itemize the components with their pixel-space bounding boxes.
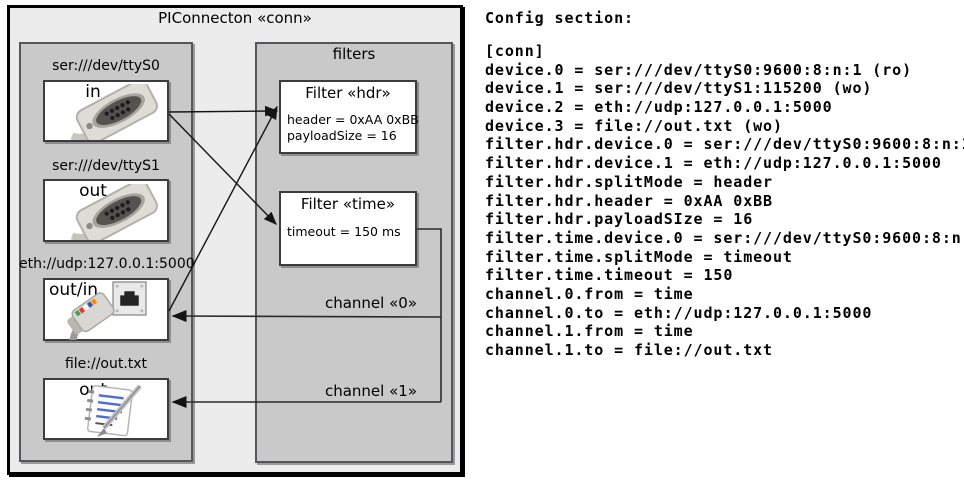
device-direction-label: in xyxy=(85,82,101,102)
config-line: device.0 = ser:///dev/ttyS0:9600:8:n:1 (… xyxy=(485,60,913,79)
ethernet-plug-icon xyxy=(67,292,115,340)
config-section: [conn] device.0 = ser:///dev/ttyS0:9600:… xyxy=(485,42,964,360)
config-line: filter.hdr.payloadSIze = 16 xyxy=(485,210,754,229)
config-line: device.2 = eth://udp:127.0.0.1:5000 xyxy=(485,98,833,117)
ethernet-jack-icon xyxy=(112,281,147,316)
config-line: filter.hdr.device.1 = eth://udp:127.0.0.… xyxy=(485,154,942,173)
device-label-eth: eth://udp:127.0.0.1:5000 xyxy=(19,256,195,272)
config-line: channel.1.from = time xyxy=(485,322,694,341)
filter-title-hdr: Filter «hdr» xyxy=(305,84,391,102)
channel-1-label: channel «1» xyxy=(324,382,417,400)
filter-property: header = 0xAA 0xBB xyxy=(287,112,419,127)
config-line: device.1 = ser:///dev/ttyS1:115200 (wo) xyxy=(485,79,873,98)
config-heading: Config section: xyxy=(485,9,634,27)
serial-connector-icon xyxy=(70,84,158,140)
device-direction-label: out/in xyxy=(49,280,99,300)
filter-title-time: Filter «time» xyxy=(300,195,396,213)
config-line: filter.hdr.header = 0xAA 0xBB xyxy=(485,191,773,210)
device-direction-label: out xyxy=(79,181,107,201)
config-line: filter.time.timeout = 150 xyxy=(485,266,734,285)
config-line: channel.0.from = time xyxy=(485,284,694,303)
config-line: channel.0.to = eth://udp:127.0.0.1:5000 xyxy=(485,303,873,322)
device-label-ttys1: ser:///dev/ttyS1 xyxy=(52,158,160,174)
config-line: filter.time.device.0 = ser:///dev/ttyS0:… xyxy=(485,228,964,247)
config-line: filter.hdr.device.0 = ser:///dev/ttyS0:9… xyxy=(485,135,964,154)
filter-property: timeout = 150 ms xyxy=(287,224,401,239)
config-line: channel.1.to = file://out.txt xyxy=(485,341,773,359)
device-label-file: file://out.txt xyxy=(64,356,148,372)
diagram-title: PIConnecton «conn» xyxy=(158,9,312,27)
config-line: device.3 = file://out.txt (wo) xyxy=(485,116,783,135)
device-label-ttys0: ser:///dev/ttyS0 xyxy=(52,58,160,74)
config-line: filter.time.splitMode = timeout xyxy=(485,247,793,266)
filter-property: payloadSize = 16 xyxy=(287,128,397,143)
serial-connector-icon xyxy=(70,184,158,240)
notepad-icon xyxy=(84,384,142,437)
config-line: [conn] xyxy=(485,42,545,60)
channel-0-label: channel «0» xyxy=(324,294,417,312)
filter-node-hdr xyxy=(279,80,417,154)
filter-node-time xyxy=(279,191,417,266)
config-line: filter.hdr.splitMode = header xyxy=(485,172,773,191)
filters-group-title: filters xyxy=(332,45,376,63)
